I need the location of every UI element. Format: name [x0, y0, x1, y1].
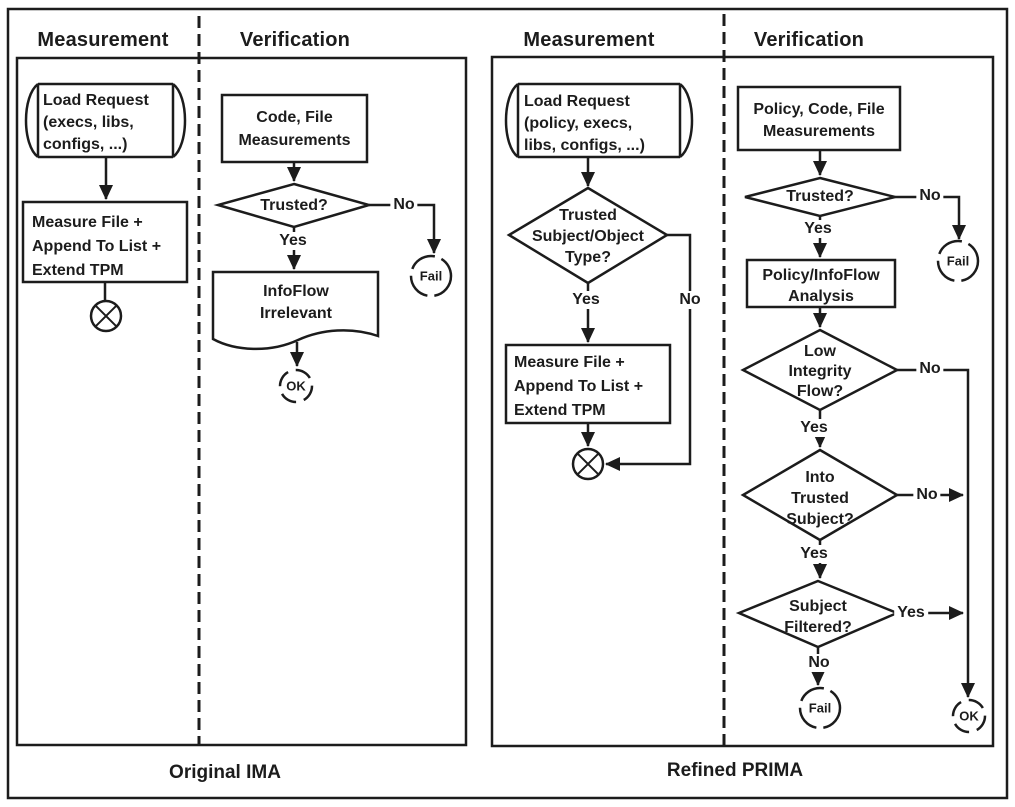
ima-ok-label: OK [286, 378, 306, 394]
ima-measure-file-label: Measure File + Append To List + Extend T… [32, 214, 162, 279]
prima-type-no-label: No [676, 291, 704, 309]
prima-subject-filtered-label: Subject Filtered? [784, 598, 852, 636]
prima-ok-label: OK [959, 708, 979, 724]
prima-lowintegrity-yes-label: Yes [797, 419, 831, 437]
prima-measure-file-label: Measure File + Append To List + Extend T… [514, 354, 644, 419]
ima-no-label: No [390, 196, 418, 214]
prima-edge-no-to-ok [897, 368, 975, 698]
ima-measurement-header: Measurement [37, 29, 169, 51]
ima-yes-label: Yes [276, 232, 310, 250]
prima-intotrusted-yes-label: Yes [797, 545, 831, 563]
ima-verification-header: Verification [239, 29, 351, 51]
prima-fail-bottom-label: Fail [808, 700, 832, 716]
prima-fail-top-circle [936, 239, 980, 283]
prima-load-request-label: Load Request (policy, execs, libs, confi… [524, 93, 645, 154]
prima-trusted-yes-label: Yes [801, 220, 835, 238]
prima-trusted-no-label: No [916, 187, 944, 205]
ima-load-request-label: Load Request (execs, libs, configs, ...) [43, 92, 149, 153]
prima-lowintegrity-no-label: No [916, 360, 944, 378]
ima-trusted-label: Trusted? [260, 197, 328, 214]
ima-infoflow-document [211, 270, 380, 351]
ima-extend-tpm-terminator [89, 299, 123, 333]
prima-verification-header: Verification [753, 29, 865, 51]
outer-border [6, 7, 1009, 800]
ima-caption: Original IMA [169, 762, 281, 783]
prima-subjectfiltered-yes-label: Yes [894, 604, 928, 622]
prima-fail-top-label: Fail [946, 253, 970, 269]
prima-edge-no-to-fail-top [895, 195, 966, 240]
ima-infoflow-label: InfoFlow Irrelevant [259, 283, 333, 322]
prima-ok-circle [951, 698, 987, 734]
prima-subjectfiltered-no-label: No [805, 654, 833, 672]
prima-fail-bottom-circle [798, 686, 842, 730]
ima-fail-label: Fail [419, 268, 443, 284]
prima-type-yes-label: Yes [569, 291, 603, 309]
prima-policy-infoflow-label: Policy/InfoFlow Analysis [762, 267, 880, 305]
prima-caption: Refined PRIMA [666, 760, 804, 781]
prima-edge-no-to-terminator [605, 233, 692, 471]
prima-intotrusted-no-label: No [913, 486, 941, 504]
prima-panel-box [490, 55, 995, 748]
prima-load-request-cylinder [504, 82, 694, 159]
ima-panel-box [15, 56, 468, 747]
ima-code-file-label: Code, File Measurements [238, 109, 351, 149]
prima-trusted-type-label: Trusted Subject/Object Type? [531, 207, 645, 266]
ima-ok-circle [278, 368, 314, 404]
prima-low-integrity-label: Low Integrity Flow? [788, 343, 852, 400]
prima-extend-tpm-terminator [571, 447, 605, 481]
prima-trusted-label: Trusted? [786, 188, 854, 205]
prima-policy-code-label: Policy, Code, File Measurements [753, 101, 885, 140]
ima-fail-circle [409, 254, 453, 298]
prima-into-trusted-label: Into Trusted Subject? [786, 469, 854, 528]
prima-measurement-header: Measurement [523, 29, 655, 51]
